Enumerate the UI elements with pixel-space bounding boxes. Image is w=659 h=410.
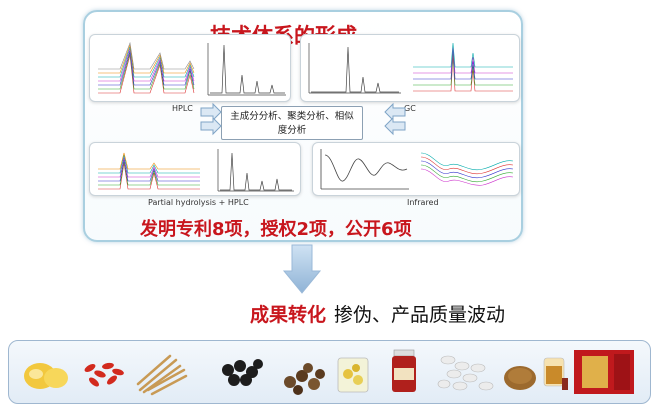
arrow-right-top	[200, 102, 222, 122]
arrow-right-bottom	[200, 116, 222, 136]
cordyceps-icon	[136, 354, 188, 396]
single-chromatogram	[207, 43, 286, 96]
infrared-chart	[312, 142, 520, 196]
hydrolysis-chromatograms	[98, 149, 294, 192]
partial-hydrolysis-label: Partial hydrolysis + HPLC	[148, 198, 249, 207]
product-images	[24, 349, 634, 396]
black-herb-icon	[222, 359, 263, 386]
analysis-methods-box: 主成分分析、聚类分析、相似度分析	[221, 106, 363, 140]
goji-berry-icon	[84, 362, 124, 387]
ir-stacked-spectra	[420, 152, 514, 186]
infrared-label: Infrared	[407, 198, 439, 207]
result-title: 成果转化	[250, 304, 327, 326]
stacked-chromatograms	[98, 41, 195, 94]
herbal-tea-cup-icon	[543, 357, 568, 390]
hydrolysis-single-trace	[217, 149, 294, 192]
arrow-left-top	[384, 102, 406, 122]
gc-chromatograms	[308, 42, 513, 94]
hplc-chromatograms	[98, 41, 286, 96]
seed-granules-icon	[504, 366, 536, 390]
gift-box-icon	[574, 350, 634, 394]
gc-single-trace	[308, 43, 401, 94]
down-arrow-icon	[282, 244, 322, 294]
gc-stacked-traces	[413, 42, 513, 92]
hydrolysis-stacked-traces	[98, 152, 200, 190]
gc-chart	[300, 34, 520, 102]
partial-hydrolysis-chart	[89, 142, 301, 196]
flow-arrows	[200, 102, 406, 136]
white-pills-icon	[437, 355, 494, 391]
arrow-left-bottom	[384, 116, 406, 136]
chrysanthemum-tea-icon	[337, 357, 369, 393]
infrared-spectra	[320, 149, 514, 190]
patents-summary: 发明专利8项，授权2项，公开6项	[140, 219, 412, 240]
mushroom-icon	[284, 363, 325, 395]
supplement-bottle-icon	[392, 349, 416, 392]
hplc-label: HPLC	[172, 104, 193, 113]
result-line: 成果转化掺伪、产品质量波动	[250, 300, 505, 327]
result-subtitle: 掺伪、产品质量波动	[334, 304, 506, 326]
gc-label: GC	[404, 104, 416, 113]
ir-single-spectrum	[320, 149, 409, 190]
tremella-icon	[24, 363, 68, 389]
hplc-chart	[89, 34, 291, 102]
